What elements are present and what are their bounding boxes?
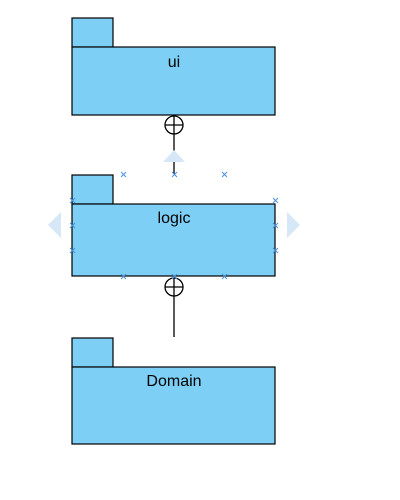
selection-handle-left-2 xyxy=(69,222,76,229)
selection-handle-left-3 xyxy=(69,247,76,254)
connect-arrow-up-hint[interactable] xyxy=(163,150,185,162)
package-logic[interactable]: logic xyxy=(71,174,276,277)
package-ui[interactable]: ui xyxy=(71,17,276,116)
package-body xyxy=(71,203,276,277)
selection-handle-bottom-2 xyxy=(171,273,178,280)
package-body xyxy=(71,46,276,116)
connect-arrow-left-hint[interactable] xyxy=(48,212,61,238)
package-body xyxy=(71,366,276,445)
containment-connector-logic-domain[interactable] xyxy=(164,277,184,337)
package-domain[interactable]: Domain xyxy=(71,337,276,445)
selection-handle-right-3 xyxy=(272,247,279,254)
package-tab xyxy=(71,174,114,205)
selection-handle-right-2 xyxy=(272,222,279,229)
containment-connector-ui-logic[interactable] xyxy=(164,115,184,174)
selection-handle-top-3 xyxy=(221,171,228,178)
selection-handle-bottom-3 xyxy=(221,273,228,280)
selection-handle-top-1 xyxy=(120,171,127,178)
package-label: Domain xyxy=(146,373,201,390)
package-tab xyxy=(71,337,114,368)
package-label: ui xyxy=(168,54,180,71)
selection-handle-right-1 xyxy=(272,197,279,204)
package-label: logic xyxy=(158,210,191,227)
package-tab xyxy=(71,17,114,48)
connect-arrow-right-hint[interactable] xyxy=(287,212,300,238)
selection-handle-left-1 xyxy=(69,197,76,204)
selection-handle-bottom-1 xyxy=(120,273,127,280)
selection-handles[interactable] xyxy=(69,171,279,280)
selection-handle-top-2 xyxy=(171,171,178,178)
